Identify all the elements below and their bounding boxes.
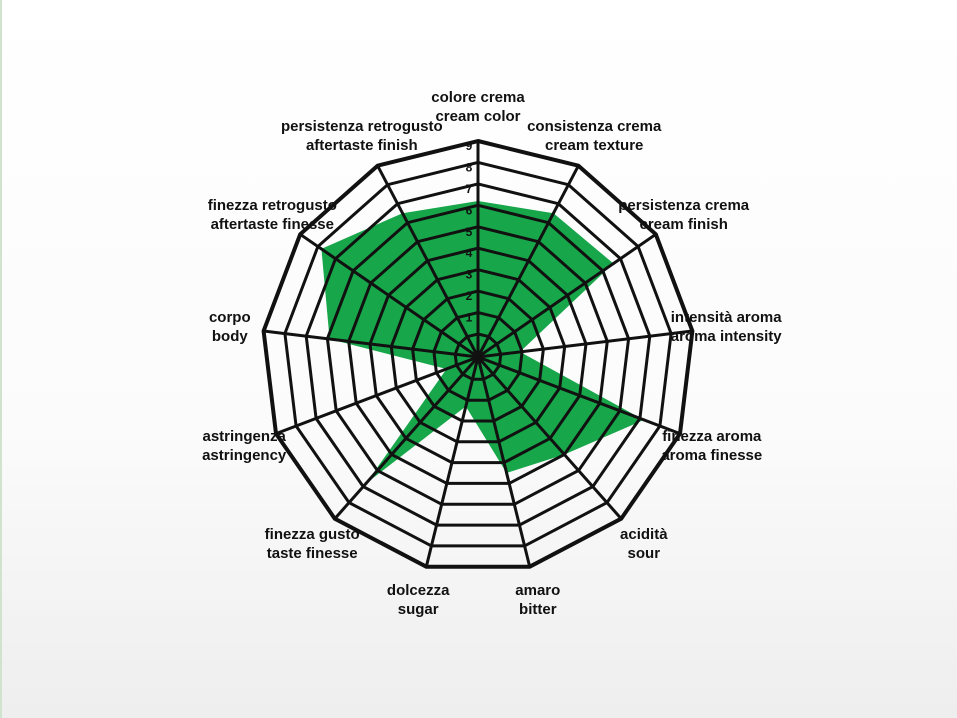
axis-label-english: aftertaste finesse	[210, 216, 334, 233]
axis-label-italian: persistenza retrogusto	[280, 117, 443, 135]
axis-label-italian: finezza aroma	[662, 427, 762, 445]
axis-label: finezza retrogusto aftertaste finesse	[162, 196, 382, 234]
axis-label-english: aftertaste finish	[305, 136, 418, 154]
tick-label: 5	[466, 225, 473, 239]
axis-label-english: body	[211, 327, 248, 345]
axis-label-english: cream texture	[544, 136, 644, 154]
axis-spoke	[477, 329, 693, 359]
grid-ring	[411, 289, 545, 423]
axis-label-italian: dolcezza	[386, 581, 450, 599]
axis-label-english: aroma intensity	[670, 327, 782, 345]
axis-spoke	[263, 329, 479, 359]
axis-label-english: astringency	[202, 446, 287, 464]
axis-label-italian: colore crema	[431, 89, 525, 106]
axis-spoke	[476, 356, 623, 520]
axis-spoke	[376, 165, 480, 358]
axis-spoke	[424, 356, 480, 568]
grid-ring	[432, 311, 524, 402]
axis-label-italian: intensità aroma	[670, 308, 782, 326]
axis-label-english: sugar	[397, 600, 439, 618]
tick-label: 4	[466, 246, 473, 260]
axis-label-italian: finezza gusto	[264, 526, 360, 544]
grid-ring	[368, 246, 588, 465]
grid-ring	[453, 332, 503, 381]
axis-label-italian: astringenza	[202, 427, 286, 445]
left-edge-line	[0, 0, 2, 718]
axis-spoke	[275, 355, 479, 436]
axis-label-italian: persistenza crema	[618, 197, 750, 214]
axis-label: colore crema cream color	[368, 88, 588, 126]
tick-label: 6	[466, 203, 473, 217]
axis-label-italian: finezza retrogusto	[207, 197, 337, 214]
axis-label-italian: amaro	[515, 581, 561, 599]
tick-label: 3	[466, 268, 473, 282]
tick-label: 2	[466, 289, 473, 303]
axis-label-english: sour	[627, 545, 661, 563]
axis-label-italian: consistenza crema	[527, 117, 662, 135]
axis-label-english: taste finesse	[266, 545, 358, 563]
axis-label: persistenza crema cream finish	[574, 196, 794, 234]
axis-label-italian: corpo	[208, 308, 251, 326]
grid-ring	[261, 138, 695, 569]
axis-spoke	[476, 356, 532, 568]
axis-spoke	[477, 233, 657, 359]
grid-ring	[283, 160, 673, 548]
axis-spoke	[333, 356, 480, 520]
axis-label-english: aroma finesse	[661, 446, 763, 464]
tick-label: 7	[466, 182, 473, 196]
grid-ring	[304, 182, 652, 527]
tick-label: 1	[466, 311, 473, 325]
axis-spoke	[476, 165, 580, 358]
axis-spoke	[299, 233, 479, 359]
axis-label-italian: acidità	[620, 526, 668, 544]
grid-ring	[325, 203, 631, 506]
data-area	[321, 201, 644, 484]
axis-label-english: bitter	[519, 600, 557, 618]
tick-label: 9	[466, 139, 473, 153]
axis-label-english: cream color	[435, 108, 521, 125]
grid-ring	[347, 225, 609, 485]
axis-label-english: cream finish	[639, 216, 728, 233]
axis-spoke	[477, 355, 681, 436]
grid-ring	[389, 268, 567, 444]
tick-label: 8	[466, 160, 473, 174]
